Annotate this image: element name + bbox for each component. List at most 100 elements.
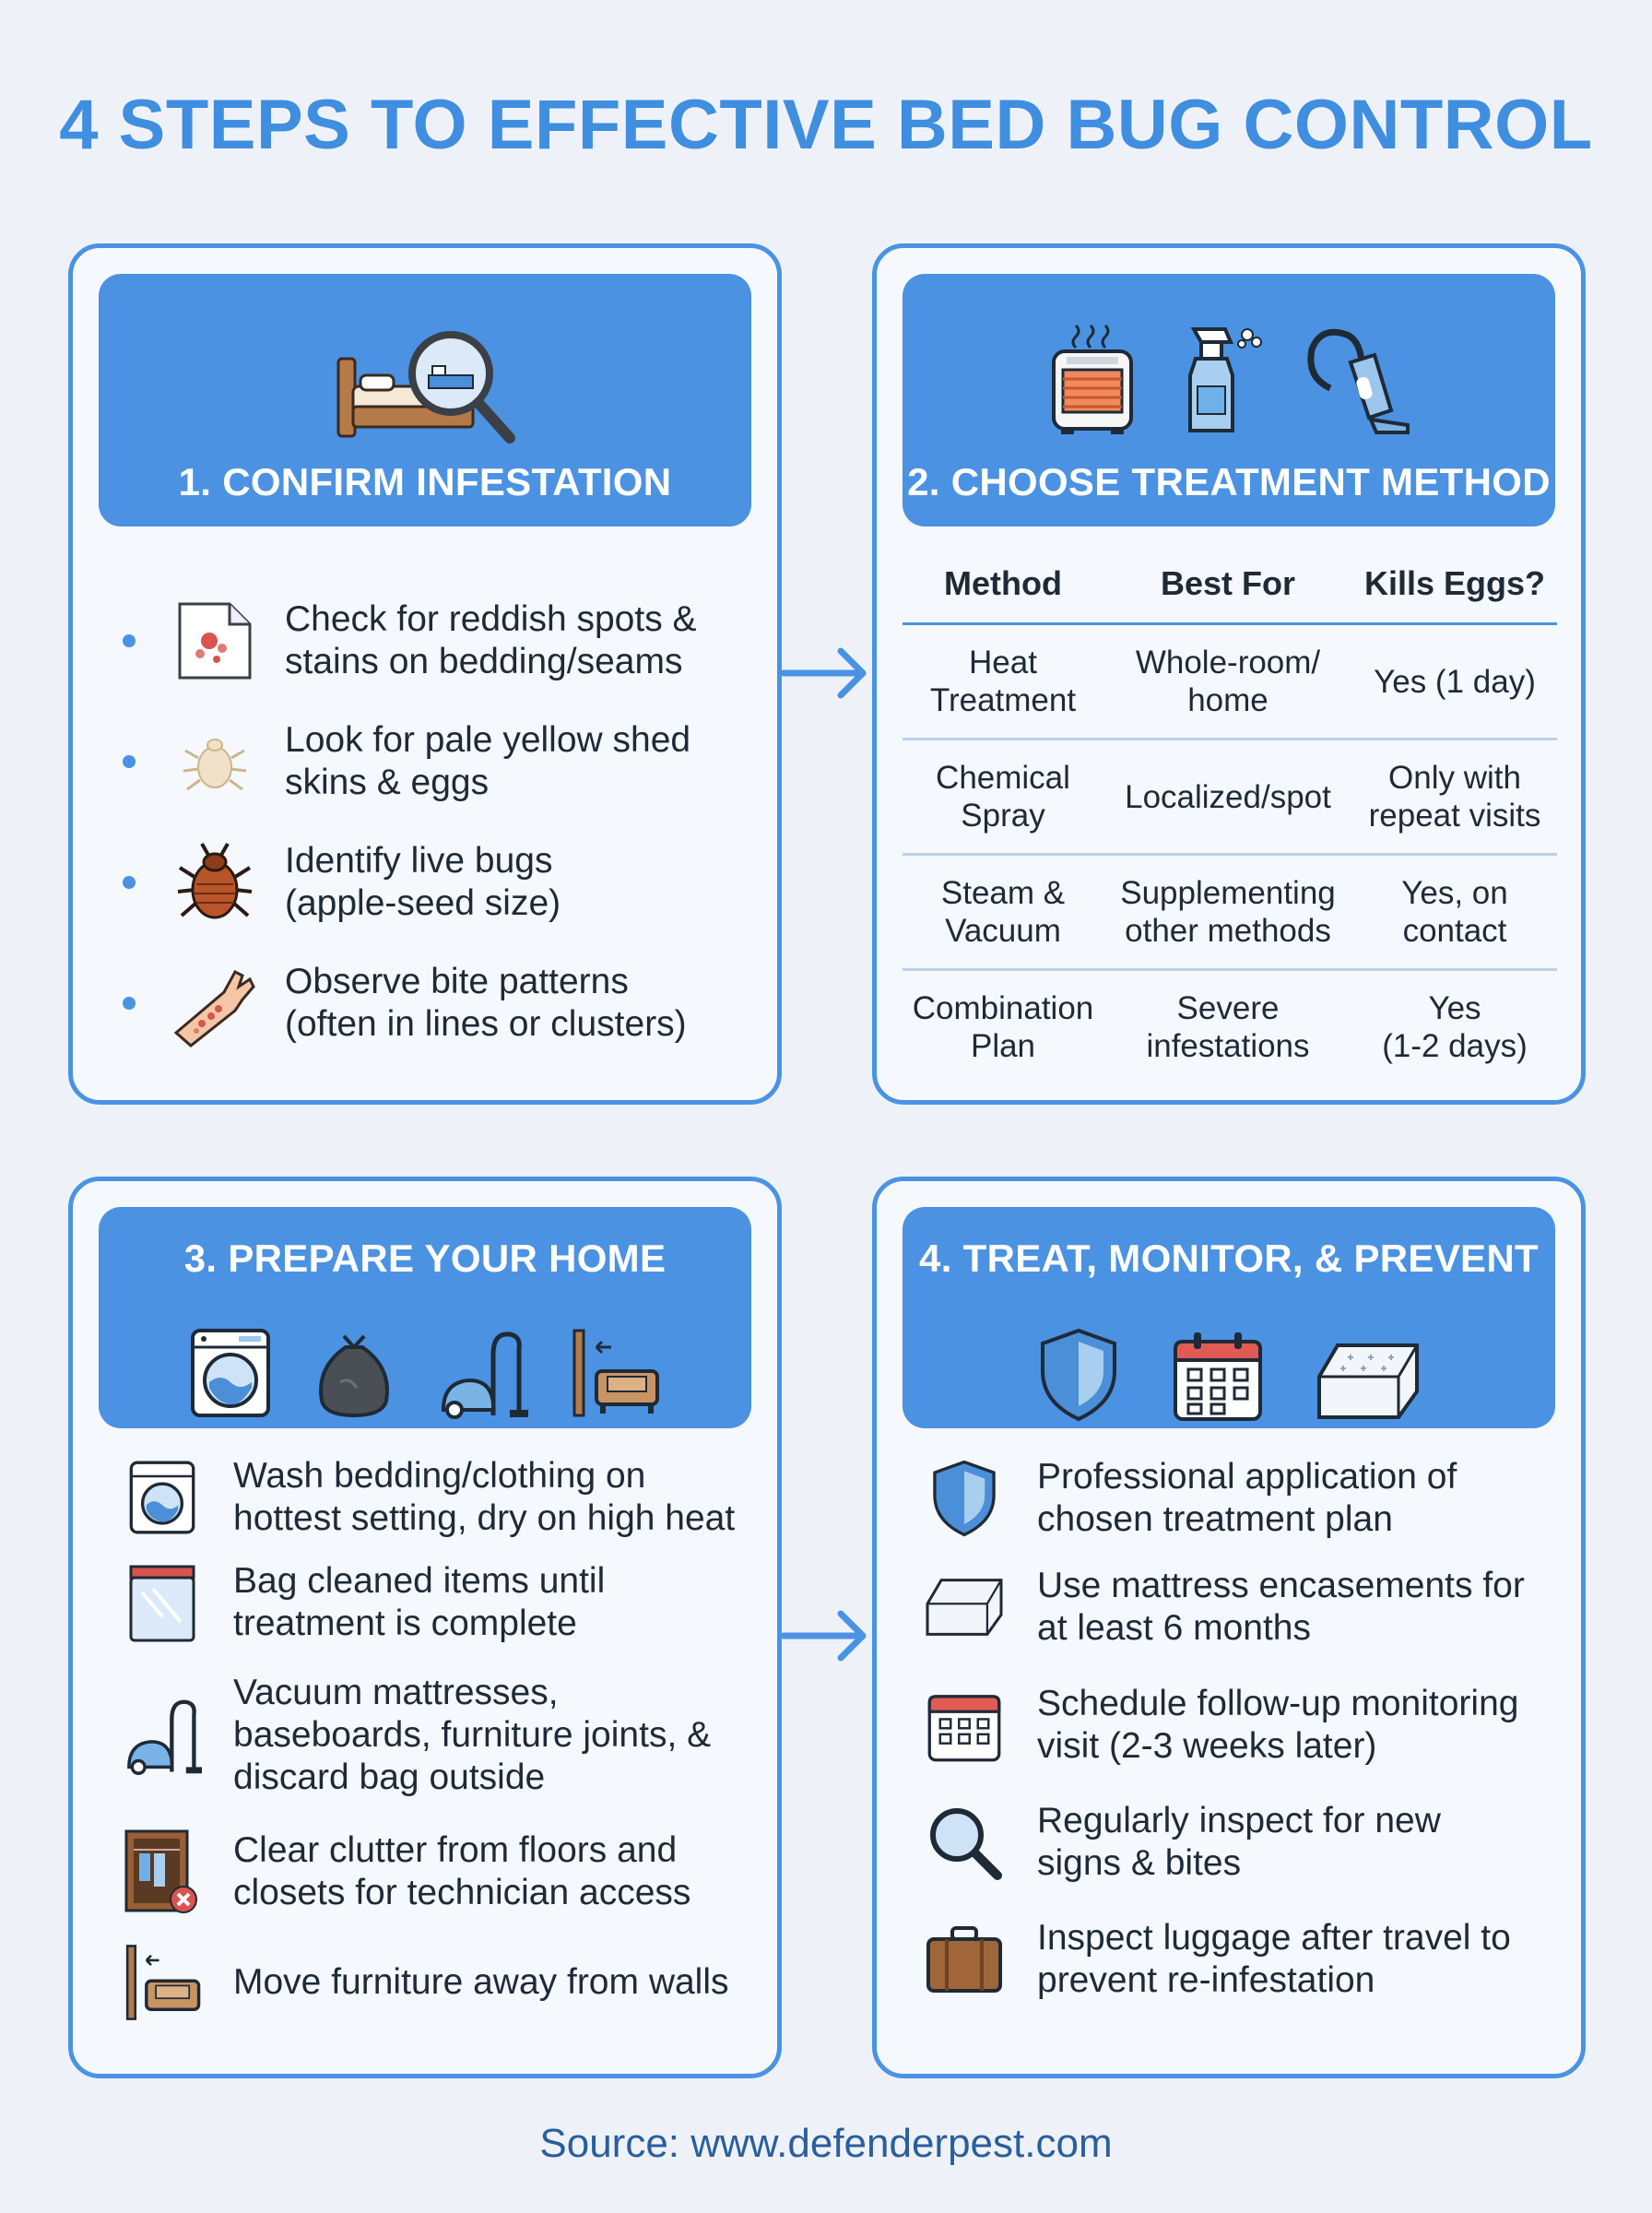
list-item: Wash bedding/clothing on hottest setting…	[123, 1449, 768, 1546]
item-line: Clear clutter from floors and	[233, 1830, 678, 1870]
arrow-right-icon	[782, 1610, 867, 1662]
page-title: 4 STEPS TO EFFECTIVE BED BUG CONTROL	[59, 86, 1593, 164]
trash-bag-icon	[313, 1327, 395, 1424]
closet-clutter-icon	[123, 1828, 202, 1916]
step3-title: 3. PREPARE YOUR HOME	[183, 1237, 667, 1280]
item-line: Use mattress encasements for	[1037, 1566, 1525, 1605]
table-cell: contact	[1402, 913, 1507, 949]
item-line: Schedule follow-up monitoring	[1037, 1684, 1519, 1723]
source-link[interactable]: Source: www.defenderpest.com	[539, 2121, 1113, 2166]
table-cell: Steam &	[940, 875, 1066, 911]
shed-skin-icon	[169, 716, 261, 808]
table-header-cell: Best For	[1160, 564, 1296, 602]
step2-panel: 2. CHOOSE TREATMENT METHOD Method Best F…	[872, 243, 1586, 1105]
item-line: treatment is complete	[233, 1604, 577, 1643]
item-line: Observe bite patterns	[285, 961, 629, 1001]
vacuum-icon	[436, 1327, 528, 1424]
bullet	[123, 996, 136, 1010]
item-line: at least 6 months	[1037, 1608, 1311, 1648]
bullet	[123, 633, 136, 647]
item-line: closets for technician access	[233, 1873, 691, 1912]
table-cell: Vacuum	[945, 913, 1061, 949]
item-line: Inspect luggage after travel to	[1037, 1918, 1511, 1958]
bullet	[123, 875, 136, 889]
step3-header: 3. PREPARE YOUR HOME	[99, 1207, 751, 1428]
step1-panel: 1. CONFIRM INFESTATION Check for reddish…	[68, 243, 782, 1105]
item-line: (often in lines or clusters)	[285, 1003, 687, 1044]
step4-panel: 4. TREAT, MONITOR, & PREVENT	[872, 1177, 1586, 2078]
washing-machine-icon	[189, 1327, 272, 1424]
table-cell: Severe	[1176, 990, 1280, 1026]
mattress-icon	[1316, 1340, 1421, 1427]
list-item: Regularly inspect for new signs & bites	[923, 1784, 1568, 1900]
table-cell: home	[1187, 682, 1268, 718]
table-cell: repeat visits	[1368, 798, 1541, 834]
washing-machine-icon	[123, 1453, 202, 1542]
item-line: Identify live bugs	[285, 840, 553, 881]
item-line: Bag cleaned items until	[233, 1561, 606, 1601]
table-header-cell: Method	[944, 564, 1062, 602]
step4-list: Professional application of chosen treat…	[923, 1449, 1568, 2018]
table-header-cell: Kills Eggs?	[1363, 564, 1546, 602]
magnifier-icon	[923, 1798, 1006, 1887]
bitten-arm-icon	[169, 957, 261, 1049]
step1-header: 1. CONFIRM INFESTATION	[99, 274, 751, 527]
step4-header: 4. TREAT, MONITOR, & PREVENT	[903, 1207, 1555, 1428]
table-cell: Yes, on	[1401, 875, 1508, 911]
list-item: Inspect luggage after travel to prevent …	[923, 1900, 1568, 2018]
table-cell: Whole-room/	[1135, 645, 1321, 680]
item-line: Look for pale yellow shed	[285, 719, 691, 760]
calendar-icon	[1172, 1331, 1264, 1427]
luggage-icon	[923, 1915, 1006, 2004]
step1-title: 1. CONFIRM INFESTATION	[178, 460, 672, 503]
table-cell: Combination	[912, 990, 1094, 1026]
item-line: skins & eggs	[285, 762, 490, 802]
table-cell: Supplementing	[1120, 875, 1336, 911]
item-line: Wash bedding/clothing on	[233, 1456, 646, 1496]
arrow-right-icon	[782, 647, 867, 699]
table-cell: Treatment	[929, 682, 1077, 718]
item-line: stains on bedding/seams	[285, 641, 683, 681]
table-cell: infestations	[1146, 1028, 1310, 1064]
table-cell: Spray	[961, 798, 1045, 834]
item-line: Vacuum mattresses,	[233, 1673, 559, 1712]
list-item: Observe bite patterns (often in lines or…	[123, 942, 749, 1063]
vacuum-icon	[1303, 322, 1410, 443]
plastic-bag-icon	[123, 1558, 202, 1647]
calendar-icon	[923, 1681, 1006, 1769]
item-line: discard bag outside	[233, 1757, 546, 1797]
bed-bug-icon	[169, 836, 261, 929]
item-line: Check for reddish spots &	[285, 598, 697, 639]
step2-title: 2. CHOOSE TREATMENT METHOD	[907, 460, 1551, 503]
move-furniture-icon	[569, 1327, 661, 1424]
item-line: hottest setting, dry on high heat	[233, 1498, 736, 1538]
step3-list: Wash bedding/clothing on hottest setting…	[123, 1449, 768, 2033]
step4-title: 4. TREAT, MONITOR, & PREVENT	[919, 1237, 1539, 1280]
shield-icon	[1037, 1327, 1120, 1427]
list-item: Identify live bugs (apple-seed size)	[123, 822, 749, 942]
table-cell: Plan	[970, 1028, 1036, 1064]
bed-magnifier-icon	[333, 322, 517, 456]
item-line: baseboards, furniture joints, &	[233, 1715, 712, 1755]
spray-bottle-icon	[1174, 322, 1266, 443]
list-item: Clear clutter from floors and closets fo…	[123, 1812, 768, 1932]
heater-icon	[1048, 322, 1137, 443]
table-cell: Yes (1 day)	[1374, 663, 1536, 700]
table-header-row: Method Best For Kills Eggs?	[903, 545, 1557, 625]
table-cell: Localized/spot	[1125, 778, 1331, 815]
shield-icon	[923, 1454, 1006, 1543]
mattress-icon	[923, 1563, 1006, 1651]
item-line: Professional application of	[1037, 1457, 1457, 1497]
list-item: Vacuum mattresses, baseboards, furniture…	[123, 1659, 768, 1812]
list-item: Check for reddish spots & stains on bedd…	[123, 580, 749, 701]
table-cell: (1-2 days)	[1382, 1028, 1528, 1064]
list-item: Bag cleaned items until treatment is com…	[123, 1546, 768, 1659]
list-item: Schedule follow-up monitoring visit (2-3…	[923, 1666, 1568, 1784]
stained-sheet-icon	[169, 595, 261, 687]
step1-list: Check for reddish spots & stains on bedd…	[123, 580, 749, 1063]
list-item: Use mattress encasements for at least 6 …	[923, 1548, 1568, 1666]
step3-panel: 3. PREPARE YOUR HOME	[68, 1177, 782, 2078]
